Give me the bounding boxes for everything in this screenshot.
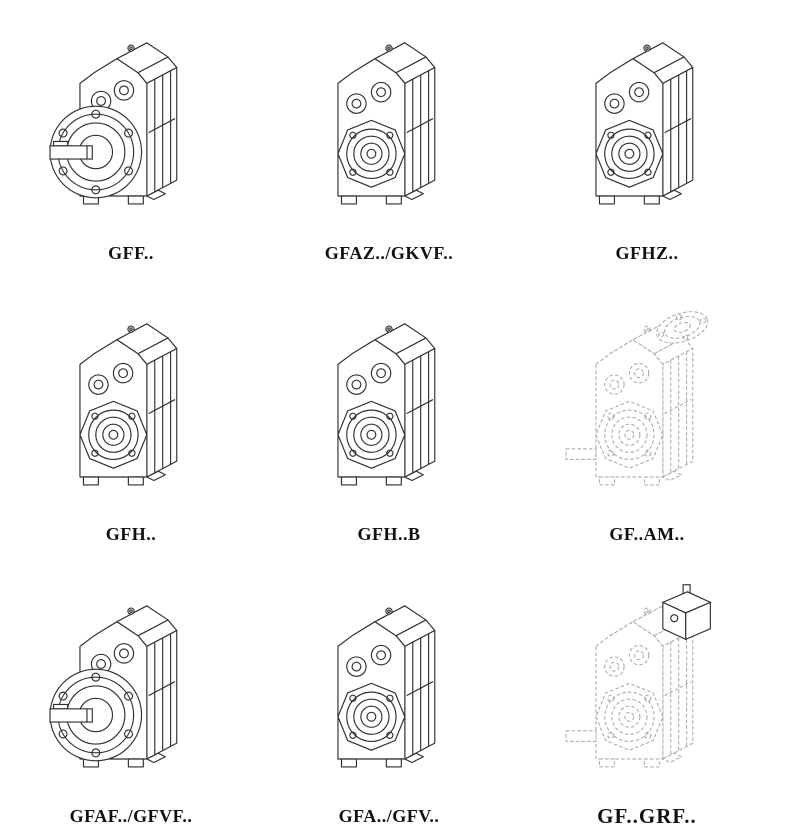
gearbox-shaft-drawing xyxy=(338,43,435,204)
model-label: GF..GRF.. xyxy=(597,804,697,828)
drawing-gfaz-gkvf xyxy=(300,20,478,240)
drawing-gfh xyxy=(42,301,220,521)
model-label: GFHZ.. xyxy=(615,243,679,263)
model-label: GF..AM.. xyxy=(609,524,685,544)
catalog-cell: GF..AM.. xyxy=(558,301,736,550)
model-label: GFH.. xyxy=(105,524,157,544)
gearbox-flange-shaft-drawing xyxy=(50,606,177,767)
model-label: GFAZ../GKVF.. xyxy=(324,243,454,263)
catalog-cell: GFH..B xyxy=(300,301,478,550)
drawing-gf-am xyxy=(558,301,736,521)
model-label: GFH..B xyxy=(357,524,421,544)
drawing-gff xyxy=(42,20,220,240)
drawing-gfa-gfv xyxy=(300,583,478,803)
gearbox-shaft-drawing xyxy=(338,606,435,767)
catalog-cell: GFH.. xyxy=(42,301,220,550)
gearbox-shaft-drawing xyxy=(596,43,693,204)
model-label: GFA../GFV.. xyxy=(338,806,440,826)
model-label: GFF.. xyxy=(108,243,154,263)
catalog-cell: GFAZ../GKVF.. xyxy=(300,20,478,269)
gearbox-motor-flange-drawing xyxy=(566,306,712,485)
model-label: GFAF../GFVF.. xyxy=(69,806,193,826)
catalog-cell: GFAF../GFVF.. xyxy=(42,582,220,832)
drawing-gf-grf xyxy=(558,583,736,803)
drawing-gfaf-gfvf xyxy=(42,583,220,803)
gearbox-shaft-drawing xyxy=(80,324,177,485)
drawing-gfh-b xyxy=(300,301,478,521)
gearbox-input-adapter-drawing xyxy=(566,585,710,767)
gearbox-shaft-drawing xyxy=(338,324,435,485)
gearbox-flange-shaft-drawing xyxy=(50,43,177,204)
catalog-cell: GFF.. xyxy=(42,20,220,269)
catalog-cell: GFHZ.. xyxy=(558,20,736,269)
drawing-gfhz xyxy=(558,20,736,240)
catalog-cell: GFA../GFV.. xyxy=(300,582,478,832)
catalog-cell: GF..GRF.. xyxy=(558,582,736,832)
